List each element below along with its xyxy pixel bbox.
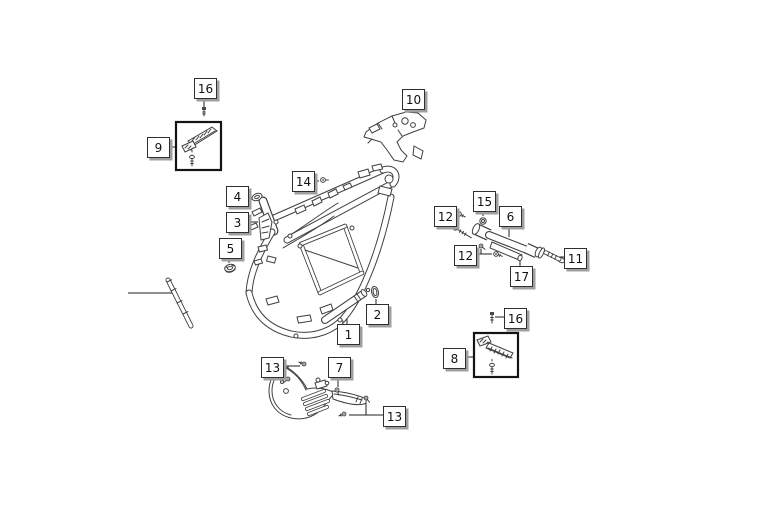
callout-4[interactable]: 4 [226,186,249,207]
tube-part-1 [321,287,371,324]
callout-13-left[interactable]: 13 [261,357,284,378]
screw-part-13-c [338,411,347,417]
callout-12-lower[interactable]: 12 [454,245,477,266]
callout-14[interactable]: 14 [292,171,315,192]
carrier-bracket-part-10 [363,111,427,163]
screw-part-13-b [283,376,291,384]
screw-part-14 [320,177,329,183]
callout-12-upper[interactable]: 12 [434,206,457,227]
frame-drawing [245,163,400,339]
belly-pan-part-7 [268,365,367,420]
screw-part-16-top [202,107,206,117]
callout-13-right[interactable]: 13 [383,406,406,427]
callout-16-right[interactable]: 16 [504,308,527,329]
bolt-part-11 [543,250,566,264]
engine-link-assembly-part-6 [452,223,545,262]
screw-part-16-right [490,312,494,324]
screw-part-13-a [298,361,307,367]
screw-part-12-upper [456,211,466,218]
stand-rod [165,277,194,329]
callout-2[interactable]: 2 [366,304,389,325]
front-bracket-part-3 [258,212,273,241]
screw-part-13-d [363,395,371,403]
callout-3[interactable]: 3 [226,212,249,233]
nut-part-15 [479,217,487,225]
mat-kit-box-part-8 [472,331,520,379]
callout-15[interactable]: 15 [473,191,496,212]
flange-nut-part-5 [224,263,236,273]
callout-11[interactable]: 11 [564,248,587,269]
screw-part-12-branch [478,243,486,250]
mat-kit-box-part-9 [174,120,223,172]
callout-8[interactable]: 8 [443,348,466,369]
callout-17[interactable]: 17 [510,266,533,287]
callout-10[interactable]: 10 [402,89,425,110]
ring-part-2 [370,285,380,299]
screw-part-12-lower [493,251,503,257]
clip-part-4 [248,192,263,202]
callout-5[interactable]: 5 [219,238,242,259]
callout-1[interactable]: 1 [337,324,360,345]
callout-6[interactable]: 6 [499,206,522,227]
callout-9[interactable]: 9 [147,137,170,158]
callout-16-top[interactable]: 16 [194,78,217,99]
callout-7[interactable]: 7 [328,357,351,378]
